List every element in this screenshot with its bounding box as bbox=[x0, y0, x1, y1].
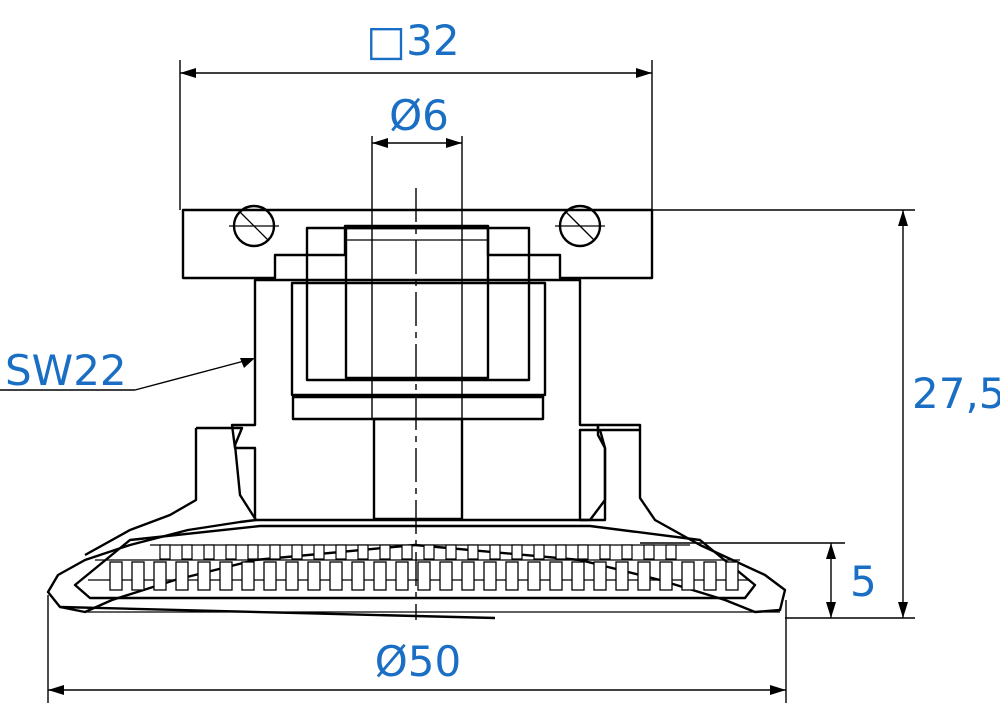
hex-body bbox=[230, 278, 607, 522]
height-total-label: 27,5 bbox=[912, 369, 1000, 418]
dimension-bore-6: Ø6 bbox=[371, 91, 463, 420]
leader-sw22: SW22 bbox=[0, 346, 255, 395]
inner-insert bbox=[290, 226, 547, 397]
dimension-height-total: 27,5 bbox=[652, 209, 1000, 619]
wrench-size-label: SW22 bbox=[5, 346, 127, 395]
dimension-height-lip: 5 bbox=[640, 542, 877, 618]
diameter-label: Ø50 bbox=[375, 637, 462, 686]
bore-channel bbox=[291, 395, 545, 521]
support-grid bbox=[73, 524, 757, 600]
dimension-diameter-50: Ø50 bbox=[47, 595, 787, 703]
o-ring-right bbox=[555, 204, 605, 248]
dimension-bore-label: Ø6 bbox=[389, 91, 449, 140]
o-ring-left bbox=[229, 204, 279, 248]
bottom-lip bbox=[59, 605, 780, 620]
dimension-square-32: □32 bbox=[179, 16, 653, 210]
dimension-square-label: □32 bbox=[366, 16, 459, 65]
height-lip-label: 5 bbox=[850, 557, 877, 606]
top-flange bbox=[181, 208, 654, 280]
